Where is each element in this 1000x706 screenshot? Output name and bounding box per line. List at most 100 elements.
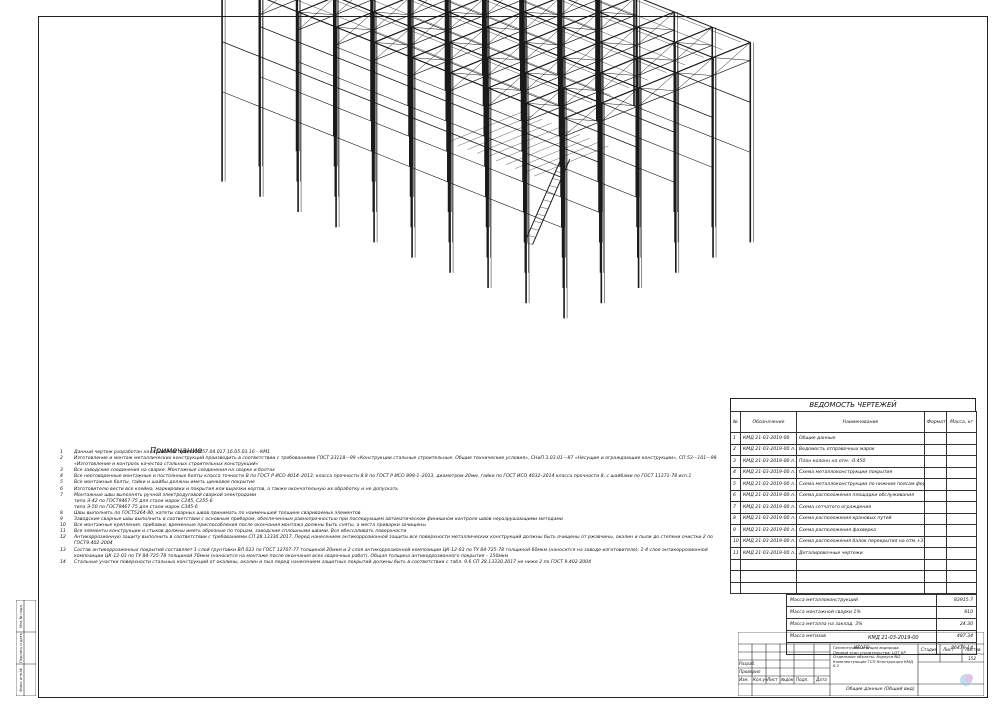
- table-cell-code: КМД 21-03-2019-00 л.1д: [740, 489, 797, 502]
- sheet-label: Лист: [943, 647, 954, 652]
- table-row-empty: [730, 581, 977, 594]
- notes-title: Примечание: [150, 446, 203, 455]
- note-number: 10: [60, 523, 66, 529]
- note-number: 1: [60, 450, 63, 455]
- table-cell-name: Схема расположения крановых путей: [796, 512, 925, 525]
- table-cell-n: 7: [730, 501, 741, 514]
- table-cell-n: 3: [730, 455, 741, 468]
- table-cell-fmt: [924, 535, 947, 548]
- note-text: Все монтажные болты, гайки и шайбы должн…: [74, 480, 255, 486]
- stamp-role: Проверил: [739, 669, 761, 674]
- table-row-empty: [730, 570, 977, 583]
- column-header: №: [730, 411, 741, 433]
- drawings-list-title: ВЕДОМОСТЬ ЧЕРТЕЖЕЙ: [730, 398, 976, 411]
- note-number: 11: [60, 529, 66, 535]
- table-cell-mass: [946, 501, 977, 514]
- mass-label: Масса металла на заклад. 3%: [786, 618, 937, 631]
- mass-value: 83915.7: [936, 594, 977, 607]
- stamp-column-label: №док: [781, 677, 794, 682]
- table-cell-name: План колонн на отм. -0.450: [796, 455, 925, 468]
- stamp-column-label: Подп.: [796, 677, 809, 682]
- note-text: Швы выполнять по ГОСТ5264-80, катеты сва…: [74, 510, 361, 516]
- table-cell-n: 2: [730, 443, 741, 456]
- note-number: 3: [60, 468, 63, 474]
- table-cell-name: Деталировочные чертежи: [796, 547, 925, 560]
- table-cell-mass: [946, 535, 977, 548]
- table-cell-code: КМД 21-03-2019-00 л.1и: [740, 535, 797, 548]
- note-text: Данный чертеж разработан на основании пр…: [74, 450, 271, 455]
- table-cell-fmt: [924, 455, 947, 468]
- stamp-column-label: Кол.уч: [753, 677, 768, 682]
- binding-margin-label: Инв.№ подл.: [19, 604, 23, 628]
- mass-row: Масса монтажной сварки 1%810: [786, 606, 977, 619]
- table-cell-fmt: [924, 443, 947, 456]
- table-cell-name: Схема расположения фахверка: [796, 524, 925, 537]
- table-cell-fmt: [924, 547, 947, 560]
- mass-label: Масса металлоконструкций: [786, 594, 937, 607]
- mass-value: 810: [936, 606, 977, 619]
- table-cell-code: КМД 21-03-2019-00: [740, 432, 797, 445]
- note-number: 8: [60, 510, 63, 516]
- table-cell-fmt: [924, 524, 947, 537]
- stamp-column-label: Изм.: [739, 677, 749, 682]
- mass-row: Масса металла на заклад. 3%24.30: [786, 618, 977, 631]
- note-text: Состав антикоррозионных покрытий составл…: [74, 547, 708, 559]
- table-cell-fmt: [924, 466, 947, 479]
- table-cell-code: КМД 21-03-2019-00 л.1: [740, 443, 797, 456]
- table-cell-mass: [946, 455, 977, 468]
- note-number: 2: [60, 456, 63, 462]
- note-number: 7: [60, 492, 63, 498]
- table-cell-n: 9: [730, 524, 741, 537]
- doc-code: КМД 21-03-2019-00: [868, 635, 919, 641]
- table-cell-fmt: [924, 501, 947, 514]
- stamp-role: Разраб.: [739, 661, 756, 666]
- table-cell-n: 8: [730, 512, 741, 525]
- table-cell-fmt: [924, 489, 947, 502]
- mass-label: Масса монтажной сварки 1%: [786, 606, 937, 619]
- binding-margin-label: Подпись и дата: [19, 633, 23, 663]
- note-number: 6: [60, 486, 63, 492]
- column-header: Масса, кг: [946, 411, 977, 433]
- table-cell-code: КМД 21-03-2019-00 л.1з: [740, 524, 797, 537]
- column-header: Формат: [924, 411, 947, 433]
- table-cell-code: КМД 21-03-2019-00 л.1е: [740, 501, 797, 514]
- sheets-label: Листов: [965, 647, 981, 652]
- object-name: Газопоточная станция водорода. Первый эт…: [833, 645, 913, 669]
- title-block-grid: [738, 632, 984, 696]
- table-cell-n: 6: [730, 489, 741, 502]
- table-cell-fmt: [924, 478, 947, 491]
- table-cell-name: Схема расположения площадки обслуживания: [796, 489, 925, 502]
- table-cell-code: КМД 21-03-2019-00 л.1в: [740, 466, 797, 479]
- note-item: 1 Данный чертеж разработан на основании п…: [60, 450, 720, 456]
- stamp-column-label: Дата: [816, 677, 827, 682]
- note-text: типа Э-42 по ГОСТ9467-75 для стали марок…: [74, 498, 213, 504]
- table-cell-mass: [946, 443, 977, 456]
- table-cell-mass: [946, 432, 977, 445]
- note-text: Все элементы конструкции и стыков должны…: [74, 529, 407, 535]
- table-cell-n: 5: [730, 478, 741, 491]
- table-cell-n: 1: [730, 432, 741, 445]
